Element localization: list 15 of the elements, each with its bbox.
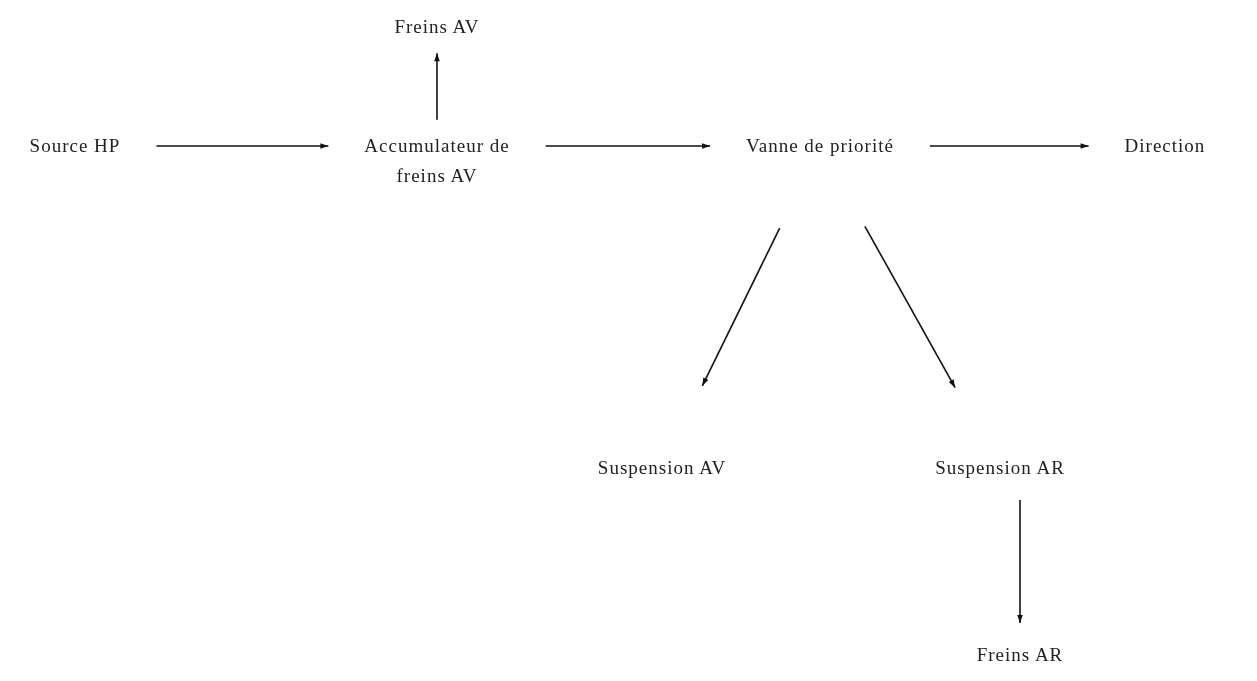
arrow bbox=[864, 225, 956, 389]
arrow bbox=[155, 143, 330, 149]
arrow bbox=[544, 143, 711, 149]
node-label: Suspension AR bbox=[933, 453, 1067, 483]
node-label: Freins AV bbox=[392, 12, 482, 42]
node-label: Suspension AV bbox=[595, 453, 729, 483]
node-label: Direction bbox=[1122, 131, 1208, 161]
arrow bbox=[434, 52, 440, 121]
node-label: Freins AR bbox=[974, 640, 1066, 670]
node-label: Accumulateur de freins AV bbox=[362, 131, 512, 191]
node-label: Vanne de priorité bbox=[744, 131, 896, 161]
node-label: Source HP bbox=[27, 131, 123, 161]
arrow bbox=[1017, 499, 1023, 624]
arrow bbox=[929, 143, 1090, 149]
arrow bbox=[701, 227, 781, 387]
